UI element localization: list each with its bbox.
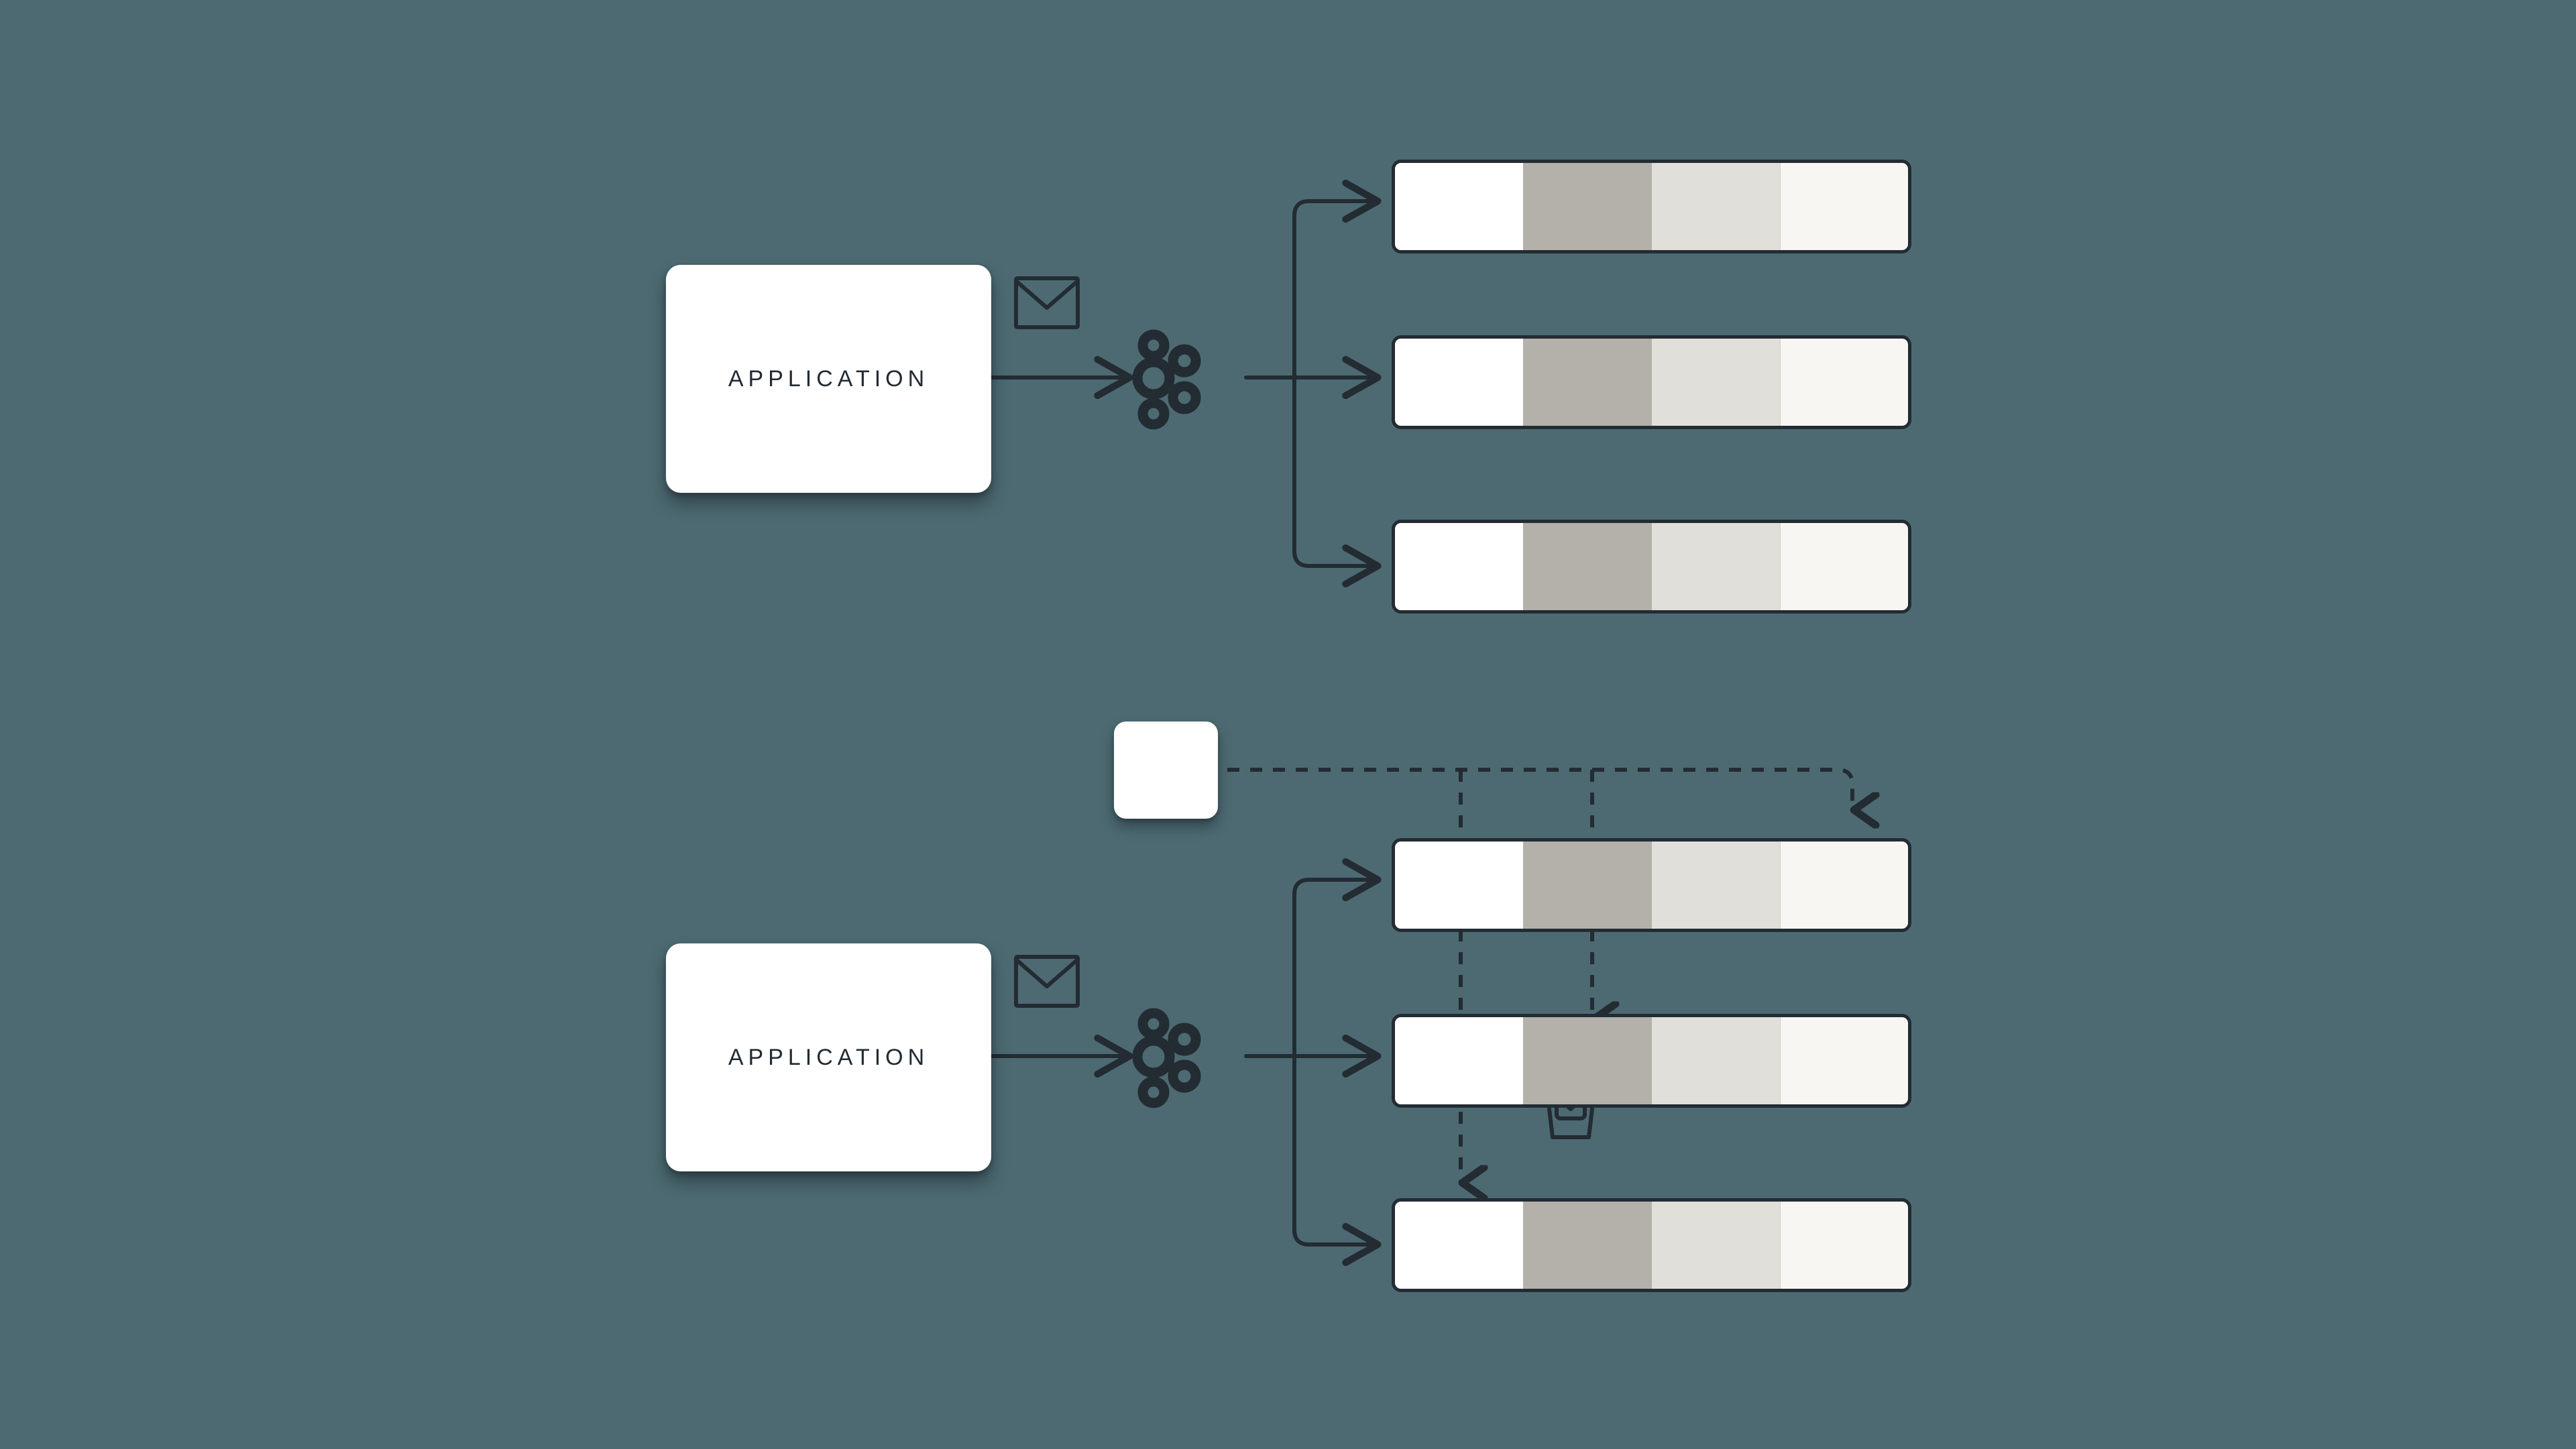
envelope-icon (1014, 955, 1080, 1008)
partition-segment[interactable] (1395, 1202, 1524, 1289)
application-label: APPLICATION (728, 1044, 930, 1070)
partition-segment[interactable] (1779, 1017, 1908, 1104)
kafka-icon (1132, 1008, 1201, 1108)
partition-segment[interactable] (1523, 1017, 1652, 1104)
tombstone-scanner-card[interactable] (1114, 721, 1218, 819)
partition-segment[interactable] (1395, 523, 1524, 610)
partition-segment[interactable] (1523, 842, 1652, 929)
partition-segment[interactable] (1523, 523, 1652, 610)
partition-segment[interactable] (1395, 163, 1524, 250)
partition-bar[interactable] (1392, 160, 1911, 253)
partition-segment[interactable] (1779, 163, 1908, 250)
partition-segment[interactable] (1395, 339, 1524, 426)
arrow-broker-to-partitions-bottom (1244, 858, 1382, 1267)
partition-segment[interactable] (1651, 842, 1780, 929)
application-card-bottom[interactable]: APPLICATION (666, 943, 991, 1171)
partition-segment[interactable] (1523, 1202, 1652, 1289)
partition-segment[interactable] (1779, 523, 1908, 610)
partition-segment[interactable] (1651, 339, 1780, 426)
partition-segment[interactable] (1651, 1017, 1780, 1104)
partition-segment[interactable] (1779, 842, 1908, 929)
partition-segment[interactable] (1523, 339, 1652, 426)
application-card-top[interactable]: APPLICATION (666, 265, 991, 493)
partition-segment[interactable] (1779, 339, 1908, 426)
application-label: APPLICATION (728, 365, 930, 392)
arrow-broker-to-partitions-top (1244, 179, 1382, 588)
partition-bar[interactable] (1392, 335, 1911, 429)
partition-segment[interactable] (1651, 523, 1780, 610)
partition-segment[interactable] (1395, 842, 1524, 929)
partition-segment[interactable] (1651, 1202, 1780, 1289)
envelope-icon (1014, 276, 1080, 329)
partition-bar[interactable] (1392, 1014, 1911, 1108)
partition-bar[interactable] (1392, 1198, 1911, 1292)
partition-segment[interactable] (1651, 163, 1780, 250)
partition-segment[interactable] (1779, 1202, 1908, 1289)
kafka-icon (1132, 329, 1201, 430)
partition-segment[interactable] (1395, 1017, 1524, 1104)
dashed-scanner-links (1227, 768, 1852, 1183)
partition-bar[interactable] (1392, 838, 1911, 932)
partition-bar[interactable] (1392, 520, 1911, 614)
partition-segment[interactable] (1523, 163, 1652, 250)
